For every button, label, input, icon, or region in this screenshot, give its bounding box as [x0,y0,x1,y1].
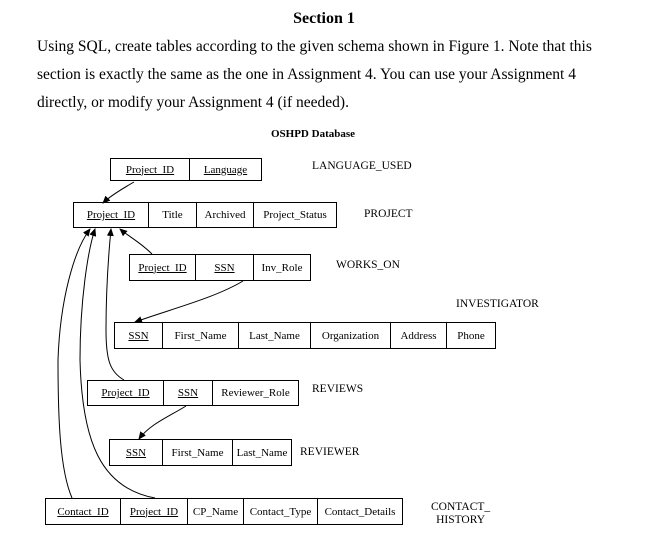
column-project-id: Project_ID [138,261,187,274]
column-ssn: SSN [163,381,212,405]
column-project-id: Project_ID [120,499,187,524]
table-contact-history: Contact_ID Project_ID CP_Name Contact_Ty… [45,498,403,525]
table-reviews: Project_ID SSN Reviewer_Role [87,380,299,406]
table-name-reviewer: REVIEWER [300,446,360,458]
column-archived: Archived [196,203,253,227]
column-inv-role: Inv_Role [253,255,310,280]
column-project-status: Project_Status [253,203,336,227]
column-contact-id: Contact_ID [57,505,109,518]
column-address: Address [390,323,446,348]
column-organization: Organization [310,323,390,348]
column-cp-name: CP_Name [187,499,243,524]
column-ssn: SSN [195,255,253,280]
column-ssn: SSN [125,446,147,459]
arrow-workson-to-project [119,228,153,255]
arrow-contact-to-project [79,228,156,499]
column-first-name: First_Name [162,440,232,465]
column-last-name: Last_Name [238,323,310,348]
arrow-reviews-to-reviewer [138,405,187,440]
column-project-id: Project_ID [86,209,136,221]
column-project-id: Project_ID [125,163,175,176]
table-investigator: SSN First_Name Last_Name Organization Ad… [114,322,496,349]
table-language-used: Project_ID Language [110,158,262,181]
table-name-reviews: REVIEWS [312,383,364,395]
column-contact-details: Contact_Details [317,499,402,524]
arrow-language-to-project [102,181,135,204]
arrow-contact-outer-to-project [57,228,91,499]
table-name-project: PROJECT [364,208,413,220]
table-works-on: Project_ID SSN Inv_Role [129,254,311,281]
arrow-reviews-to-project [105,228,125,381]
column-title: Title [148,203,196,227]
column-first-name: First_Name [162,323,238,348]
column-contact-type: Contact_Type [243,499,317,524]
table-name-language-used: LANGUAGE_USED [312,160,412,172]
column-phone: Phone [446,323,495,348]
diagram-title: OSHPD Database [270,128,356,140]
table-name-works-on: WORKS_ON [336,259,400,271]
column-last-name: Last_Name [232,440,291,465]
instruction-line-1: Using SQL, create tables according to th… [37,38,592,55]
instruction-line-2: section is exactly the same as the one i… [37,66,576,83]
section-heading: Section 1 [293,10,355,27]
table-reviewer: SSN First_Name Last_Name [109,439,292,466]
table-name-contact-history: CONTACT_ HISTORY [431,501,491,526]
column-reviewer-role: Reviewer_Role [212,381,298,405]
table-name-investigator: INVESTIGATOR [456,298,539,310]
column-ssn: SSN [128,329,149,342]
column-project-id: Project_ID [101,387,150,399]
table-project: Project_ID Title Archived Project_Status [73,202,337,228]
instruction-line-3: directly, or modify your Assignment 4 (i… [37,94,349,111]
arrow-workson-to-investigator [134,280,244,323]
column-language: Language [189,159,261,180]
